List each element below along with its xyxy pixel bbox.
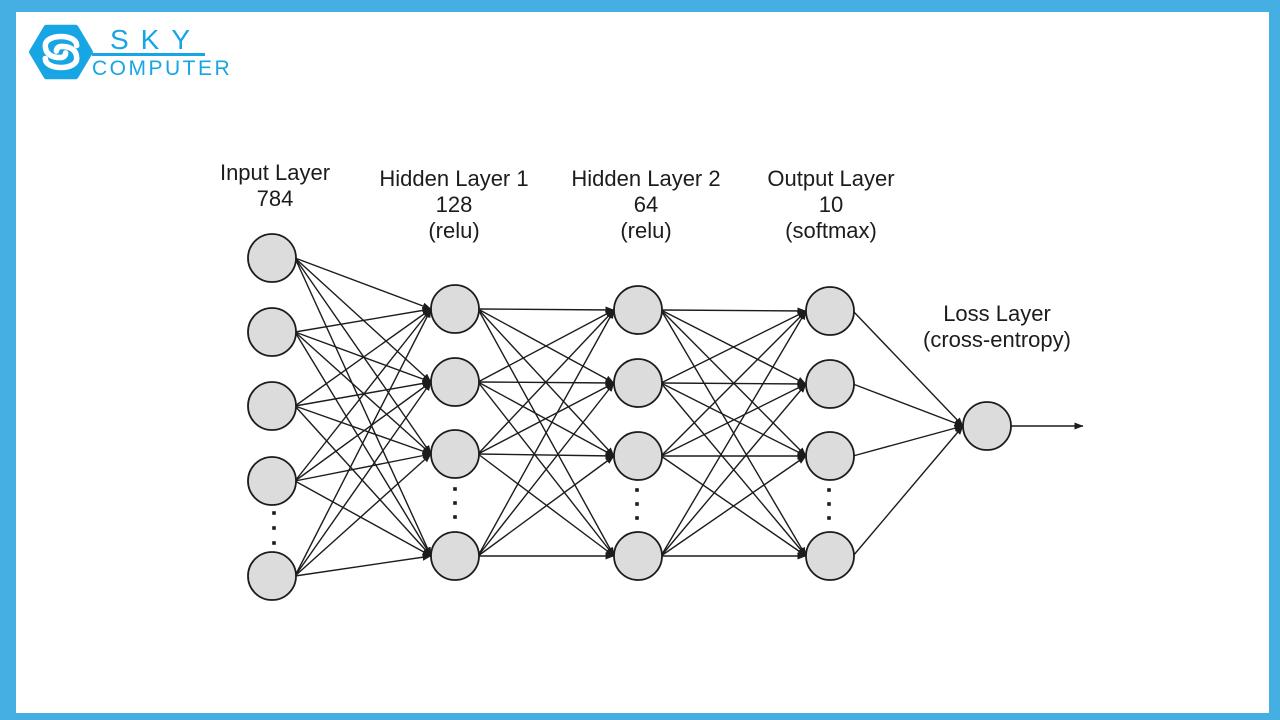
connection-line [294, 405, 432, 557]
loss-node [962, 401, 1012, 451]
brand-title: SKY [110, 24, 203, 55]
layer-title: Hidden Layer 2 [571, 166, 721, 191]
input-node [247, 456, 297, 506]
layer-title: Hidden Layer 1 [379, 166, 529, 191]
layer-units: 64 [633, 192, 659, 217]
ellipsis-dot [635, 502, 639, 506]
connection-line [660, 310, 807, 384]
layer-activation: (relu) [620, 218, 672, 243]
connection-line [477, 382, 615, 455]
layer-title: Input Layer [219, 160, 331, 185]
connection-line [294, 257, 432, 455]
connection-line [294, 308, 432, 407]
connection-line [852, 383, 964, 427]
ellipsis-dot [635, 516, 639, 520]
output-node [805, 431, 855, 481]
brand-logo: SKY COMPUTER [0, 0, 260, 100]
connection-line [294, 480, 432, 557]
connection-line [294, 553, 432, 577]
connection-line [660, 383, 807, 557]
hidden2-node [613, 358, 663, 408]
ellipsis-dot [272, 541, 276, 545]
connection-line [294, 308, 432, 577]
output-node [805, 359, 855, 409]
hidden2-node [613, 285, 663, 335]
connection-line [477, 309, 615, 383]
layer-units: 128 [435, 192, 473, 217]
connection-line [852, 310, 964, 427]
connection-line [477, 306, 615, 314]
hidden1-node [430, 284, 480, 334]
connection-line [294, 306, 432, 333]
connection-line [294, 381, 432, 577]
input-node [247, 307, 297, 357]
connection-line [852, 425, 964, 557]
connection-line [660, 310, 807, 457]
ellipsis-dot [272, 526, 276, 530]
connection-line [294, 257, 432, 310]
layer-title: Output Layer [767, 166, 895, 191]
label-loss-layer: Loss Layer (cross-entropy) [887, 301, 1107, 353]
connection-line [477, 453, 615, 557]
ellipsis-dot [827, 488, 831, 492]
hexagon-s-logo-icon [29, 24, 93, 80]
connection-line [660, 455, 807, 557]
connection-line [294, 308, 432, 482]
connection-line [294, 453, 432, 577]
input-node [247, 551, 297, 601]
ellipsis-dot [635, 488, 639, 492]
connection-line [660, 310, 807, 557]
connection-line [660, 307, 807, 315]
ellipsis-dot [453, 501, 457, 505]
connection-line [477, 309, 615, 455]
label-hidden-layer-1: Hidden Layer 1 128 (relu) [344, 166, 564, 244]
layer-units: 10 [818, 192, 844, 217]
input-node [247, 233, 297, 283]
connection-line [294, 381, 432, 482]
connection-line [477, 452, 615, 460]
output-node [805, 286, 855, 336]
label-hidden-layer-2: Hidden Layer 2 64 (relu) [536, 166, 756, 244]
layer-title: Loss Layer [943, 301, 1051, 326]
label-input-layer: Input Layer 784 [165, 160, 385, 212]
connection-line [477, 309, 615, 557]
connection-line [477, 455, 615, 557]
ellipsis-dot [827, 516, 831, 520]
output-node [805, 531, 855, 581]
ellipsis-dot [453, 515, 457, 519]
layer-activation: (cross-entropy) [923, 327, 1071, 352]
hidden2-node [613, 531, 663, 581]
connection-line [294, 405, 432, 455]
layer-activation: (relu) [428, 218, 480, 243]
connection-line [852, 424, 964, 457]
hidden1-node [430, 357, 480, 407]
ellipsis-dot [272, 511, 276, 515]
connection-line [294, 452, 432, 482]
hidden1-node [430, 429, 480, 479]
connection-line [477, 382, 615, 557]
ellipsis-dot [827, 502, 831, 506]
layer-units: 784 [256, 186, 294, 211]
connection-line [660, 383, 807, 457]
connection-line [294, 331, 432, 455]
label-output-layer: Output Layer 10 (softmax) [721, 166, 941, 244]
brand-subtitle: COMPUTER [92, 57, 233, 80]
input-node [247, 381, 297, 431]
brand-underline [92, 53, 205, 56]
layer-activation: (softmax) [785, 218, 877, 243]
connection-line [294, 257, 432, 557]
hidden2-node [613, 431, 663, 481]
ellipsis-dot [453, 487, 457, 491]
hidden1-node [430, 531, 480, 581]
